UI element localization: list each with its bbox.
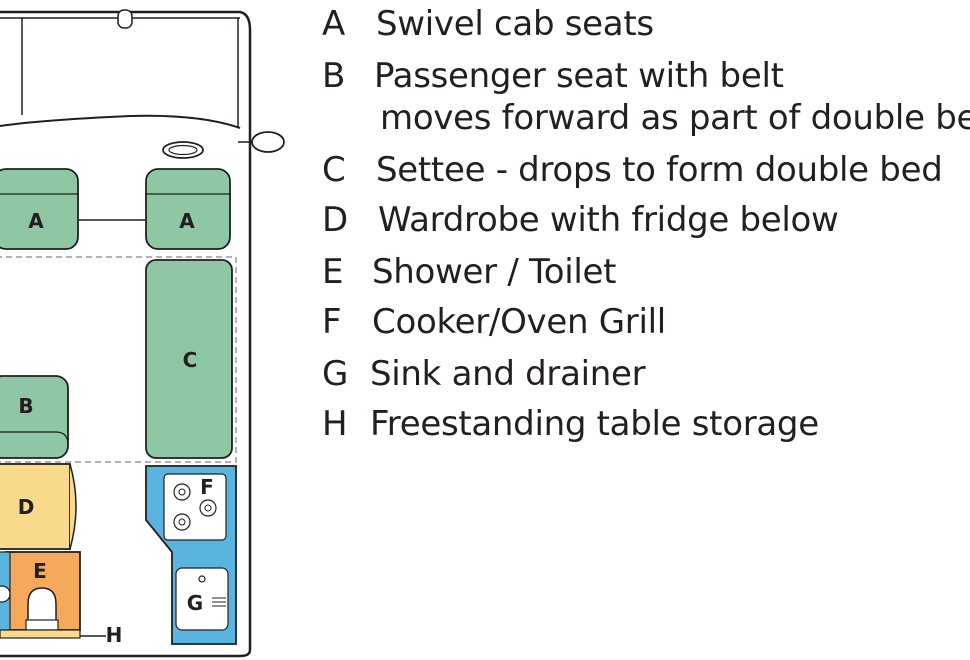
passenger-seat (0, 375, 69, 459)
wing-mirror-icon (251, 131, 285, 153)
legend-letter: A (322, 4, 345, 44)
burner-icon (173, 483, 191, 501)
legend-text: Freestanding table storage (370, 404, 819, 444)
legend: A Swivel cab seats B Passenger seat with… (322, 0, 970, 460)
label-table-storage: H (106, 623, 123, 647)
legend-letter: B (322, 56, 346, 96)
cab-seat-right (145, 168, 231, 250)
legend-text: Passenger seat with belt (374, 56, 784, 96)
burner-icon-center (178, 488, 186, 496)
wardrobe (0, 463, 71, 550)
label-sink: G (187, 591, 203, 615)
cab-seat-left (0, 168, 79, 250)
steering-wheel-hub (168, 144, 198, 156)
legend-letter: H (322, 404, 348, 444)
legend-letter: F (322, 302, 342, 342)
label-cooker: F (200, 475, 214, 499)
legend-letter: G (322, 354, 349, 394)
label-passenger-seat: B (18, 394, 33, 418)
burner-icon-center (204, 504, 212, 512)
burner-icon (199, 499, 217, 517)
label-wardrobe: D (18, 495, 35, 519)
label-shower: E (33, 559, 47, 583)
shower-drain-icon (0, 585, 11, 603)
floor-plan: A A C B D E H F G (0, 9, 285, 658)
legend-letter: D (322, 200, 348, 240)
toilet-cistern (25, 619, 59, 631)
van-outline (0, 10, 252, 658)
legend-item-b-continuation: moves forward as part of double bed (380, 98, 970, 138)
windscreen-line (0, 114, 241, 129)
passenger-seat-back (0, 431, 69, 446)
label-cab-seat-left: A (28, 209, 44, 233)
steering-wheel-icon (162, 141, 204, 159)
legend-text: Shower / Toilet (372, 252, 617, 292)
burner-icon-center (178, 518, 186, 526)
double-bed-outline (0, 256, 237, 463)
label-cab-seat-right: A (179, 209, 195, 233)
settee (145, 259, 233, 459)
legend-text: Settee - drops to form double bed (376, 150, 943, 190)
toilet-icon (27, 587, 57, 623)
sink (175, 567, 229, 631)
cooker-hob (163, 473, 227, 541)
wardrobe-door (69, 463, 77, 550)
tap-icon (198, 575, 206, 583)
table-storage (0, 629, 81, 639)
legend-text: Cooker/Oven Grill (372, 302, 666, 342)
label-settee: C (183, 348, 198, 372)
mirror-mount-top (117, 9, 133, 29)
legend-letter: C (322, 150, 346, 190)
legend-letter: E (322, 252, 344, 292)
legend-text: Wardrobe with fridge below (378, 200, 839, 240)
legend-text: Sink and drainer (370, 354, 646, 394)
legend-text: Swivel cab seats (376, 4, 654, 44)
burner-icon (173, 513, 191, 531)
